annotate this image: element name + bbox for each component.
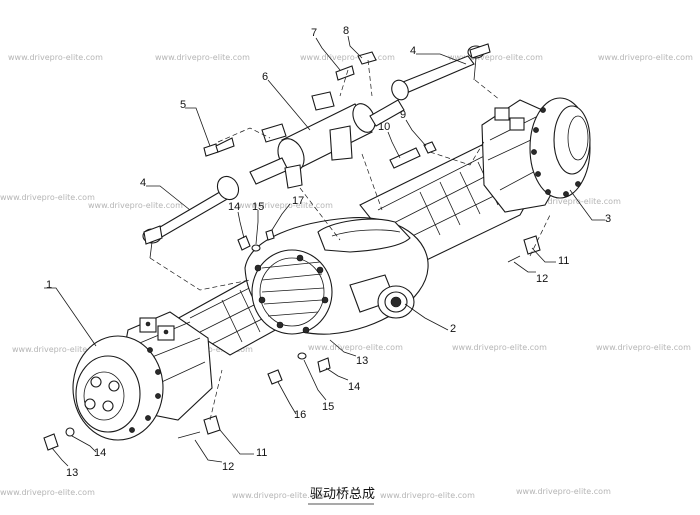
assembly-lines [149,59,551,421]
callout-12-left: 12 [222,461,234,473]
callouts: 1 2 3 4 4 5 6 7 8 9 10 11 11 12 12 13 13… [46,25,611,479]
callout-11-right: 11 [558,255,569,267]
diagram-title: 驱动桥总成 [310,487,375,502]
callout-14-left: 14 [94,447,106,459]
callout-13-center: 13 [356,355,368,367]
callout-13-left: 13 [66,467,78,479]
callout-8: 8 [343,25,349,37]
watermark: www.drivepro-elite.com [238,201,333,210]
callout-4-right: 4 [410,45,416,57]
watermark: www.drivepro-elite.com [448,53,543,62]
tie-rod-right [391,43,491,101]
steering-cylinder [249,91,405,189]
watermark: www.drivepro-elite.com [452,343,547,352]
watermark: www.drivepro-elite.com [12,345,107,354]
tie-rod-left [142,175,240,259]
left-hub-assembly [72,311,213,441]
callout-2: 2 [450,323,456,335]
watermark: www.drivepro-elite.com [8,53,103,62]
callout-6: 6 [262,71,268,83]
fasteners [43,51,541,451]
differential-housing [244,217,429,335]
callout-11-left: 11 [256,447,267,459]
callout-10: 10 [378,121,390,133]
callout-5: 5 [180,99,186,111]
callout-15-bottom: 15 [322,401,334,413]
callout-16: 16 [294,409,306,421]
callout-17: 17 [292,195,304,207]
watermark: www.drivepro-elite.com [0,488,95,497]
watermark: www.drivepro-elite.com [155,53,250,62]
callout-7: 7 [311,27,317,39]
callout-14-center: 14 [348,381,360,393]
watermark: www.drivepro-elite.com [300,53,395,62]
callout-1: 1 [46,279,52,291]
leader-lines [44,35,605,467]
watermarks: www.drivepro-elite.com www.drivepro-elit… [0,53,693,500]
callout-4-left: 4 [140,177,146,189]
callout-14-top: 14 [228,201,240,213]
callout-12-right: 12 [536,273,548,285]
watermark: www.drivepro-elite.com [596,343,691,352]
watermark: www.drivepro-elite.com [88,201,183,210]
watermark: www.drivepro-elite.com [380,491,475,500]
watermark: www.drivepro-elite.com [0,193,95,202]
right-hub-assembly [481,97,591,213]
watermark: www.drivepro-elite.com [308,343,403,352]
input-flange [349,274,415,319]
watermark: www.drivepro-elite.com [232,491,327,500]
watermark: www.drivepro-elite.com [516,487,611,496]
callout-3: 3 [605,213,611,225]
watermark: www.drivepro-elite.com [526,197,621,206]
callout-15-top: 15 [252,201,264,213]
callout-9: 9 [400,109,406,121]
watermark: www.drivepro-elite.com [598,53,693,62]
